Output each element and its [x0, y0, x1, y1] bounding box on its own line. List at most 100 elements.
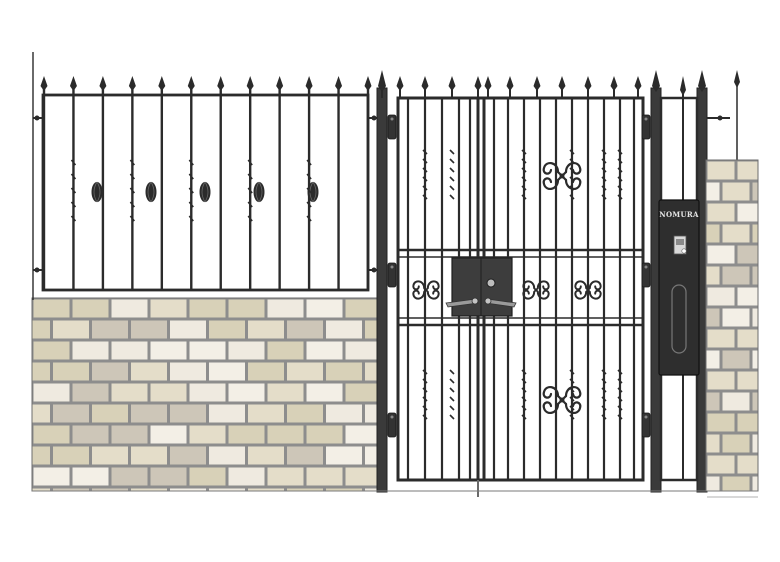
gate-spear-tip [448, 76, 456, 91]
fence-spear-tip [364, 76, 372, 91]
fence-twist-mark [129, 187, 135, 194]
fence-spear-tip [276, 76, 284, 91]
pillar-brick [707, 245, 735, 264]
fence-twist-mark [188, 159, 194, 166]
gate-frame [396, 96, 645, 482]
fence-spear-tip [40, 76, 48, 91]
fence-basket-ornament [91, 182, 103, 202]
wall-brick [287, 446, 323, 465]
fence-basket-ornament [253, 182, 265, 202]
fence-panel [32, 52, 380, 300]
wall-brick [33, 341, 70, 360]
wall-brick [189, 299, 226, 318]
brick-pillar [706, 160, 758, 491]
gate-twist-mark [601, 185, 607, 191]
wall-brick [170, 488, 206, 491]
wall-brick [228, 467, 265, 486]
pillar-brick [752, 392, 758, 411]
gate-twist-mark [601, 378, 607, 384]
fence-twist-mark [70, 215, 77, 222]
gate-twist-mark [617, 158, 623, 164]
fence-twist-mark [70, 201, 77, 208]
post-finial [698, 70, 706, 92]
wall-brick [287, 488, 323, 491]
wall-brick [287, 404, 323, 423]
intercom-speaker-slot [671, 284, 687, 354]
wall-brick [326, 404, 362, 423]
hinge-pin [644, 117, 648, 121]
gate-spear-tip [533, 76, 541, 91]
lock-plate [451, 257, 513, 317]
intercom-panel[interactable]: NOMURA [658, 199, 700, 376]
camera-lens [676, 239, 684, 245]
wall-brick [326, 320, 362, 339]
fence-twist-mark [306, 201, 312, 208]
wall-brick [248, 404, 284, 423]
hinge-pin [644, 415, 648, 419]
pillar-brick [707, 413, 735, 432]
side-finial [680, 76, 686, 96]
hinge [641, 262, 651, 288]
fence-basket-highlight [147, 181, 155, 203]
fence-twist-mark [129, 201, 135, 208]
gate-twist-mark [422, 149, 428, 155]
gate-twist-mark [601, 194, 607, 200]
wall-brick [248, 362, 284, 381]
wall-brick [92, 488, 128, 491]
fence-basket-highlight [255, 181, 263, 203]
pillar-brick [722, 434, 750, 453]
fence-twist-mark [247, 201, 253, 208]
wall-brick [228, 425, 265, 444]
fence-spear-tip [158, 76, 166, 91]
gate-twist-mark [569, 369, 575, 375]
wall-brick [345, 341, 377, 360]
double-gate[interactable] [378, 76, 651, 497]
gate-twist-mark [521, 149, 527, 155]
wall-brick [267, 383, 304, 402]
pillar-brick [737, 371, 758, 390]
fence-twist-mark [306, 173, 312, 180]
gate-scroll-ornament-rail [522, 280, 550, 300]
gate-twist-mark [601, 176, 607, 182]
wall-brick [72, 467, 109, 486]
gate-twist-mark [422, 378, 428, 384]
fence-twist-mark [188, 187, 194, 194]
gate-twist-mark [422, 176, 428, 182]
fence-twist-mark [247, 187, 253, 194]
wall-brick [365, 446, 377, 465]
pillar-brick [737, 329, 758, 348]
gate-twist-mark [601, 405, 607, 411]
wall-brick [209, 488, 245, 491]
gate-twist-mark [617, 194, 623, 200]
pillar-finial [734, 70, 740, 88]
keyhole-icon[interactable] [486, 278, 496, 288]
wall-brick [345, 383, 377, 402]
gate-twist-mark [569, 396, 575, 402]
wall-brick [326, 488, 362, 491]
fence-spear-tip [187, 76, 195, 91]
call-button[interactable] [681, 248, 687, 254]
wall-brick [267, 299, 304, 318]
hinge [387, 262, 397, 288]
gate-twist-mark [601, 158, 607, 164]
gate-lock-box[interactable] [445, 257, 517, 317]
wall-brick [267, 341, 304, 360]
gate-twist-mark [422, 158, 428, 164]
pillar-brick [722, 182, 750, 201]
gate-spear-tip [558, 76, 566, 91]
gate-twist-mark [617, 167, 623, 173]
wall-brick [365, 362, 377, 381]
gate-spear-tip [484, 76, 492, 91]
wall-brick [228, 383, 265, 402]
wall-brick [92, 404, 128, 423]
fence-twist-mark [247, 159, 253, 166]
gate-handle-left[interactable] [445, 298, 479, 308]
gate-spear-tip [396, 76, 404, 91]
hinge-pin [390, 415, 394, 419]
wall-brick [209, 446, 245, 465]
gate-twist-mark [422, 396, 428, 402]
fence-twist-mark [188, 215, 194, 222]
wall-brick [111, 299, 148, 318]
gate-twist-mark [601, 149, 607, 155]
